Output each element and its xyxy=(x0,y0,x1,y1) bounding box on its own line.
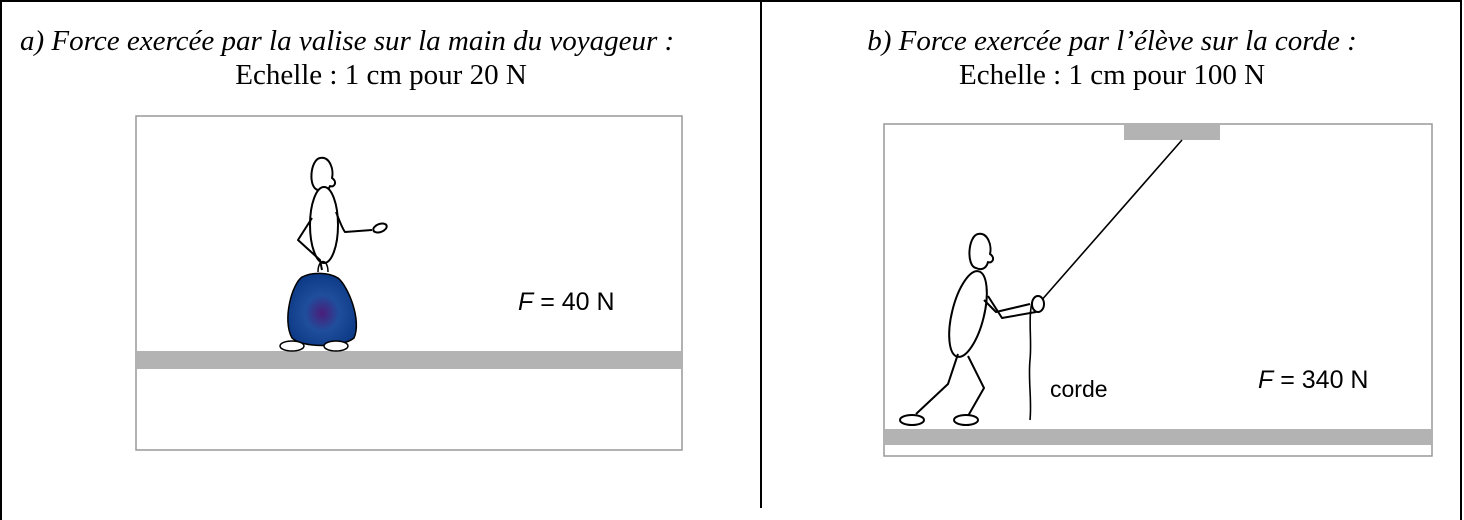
rope xyxy=(1028,139,1183,421)
floor xyxy=(137,351,681,369)
rope-label: corde xyxy=(1050,376,1108,402)
panel-a-title: a) Force exercée par la valise sur la ma… xyxy=(20,25,675,57)
panel-a: a) Force exercée par la valise sur la ma… xyxy=(2,0,760,508)
force-symbol: F xyxy=(1258,366,1274,394)
force-value: = 340 N xyxy=(1280,366,1369,394)
panel-b-force-label: F = 340 N xyxy=(1258,366,1369,395)
scene-box xyxy=(135,115,683,451)
student-figure xyxy=(899,232,1045,426)
panel-b: b) Force exercée par l’élève sur la cord… xyxy=(762,0,1462,508)
rope-scene xyxy=(883,123,1433,457)
force-symbol: F xyxy=(518,288,534,316)
ceiling-anchor xyxy=(1124,124,1220,140)
panel-b-scale: Echelle : 1 cm pour 100 N xyxy=(958,59,1266,91)
floor xyxy=(885,429,1431,445)
suitcase-scene xyxy=(135,115,683,451)
traveler-figure xyxy=(297,156,388,271)
panel-a-scale: Echelle : 1 cm pour 20 N xyxy=(235,59,527,91)
force-value: = 40 N xyxy=(540,288,615,316)
suitcase xyxy=(287,272,358,347)
panel-a-force-label: F = 40 N xyxy=(518,288,615,317)
column-divider xyxy=(760,0,762,508)
panel-b-title: b) Force exercée par l’élève sur la cord… xyxy=(867,25,1357,57)
